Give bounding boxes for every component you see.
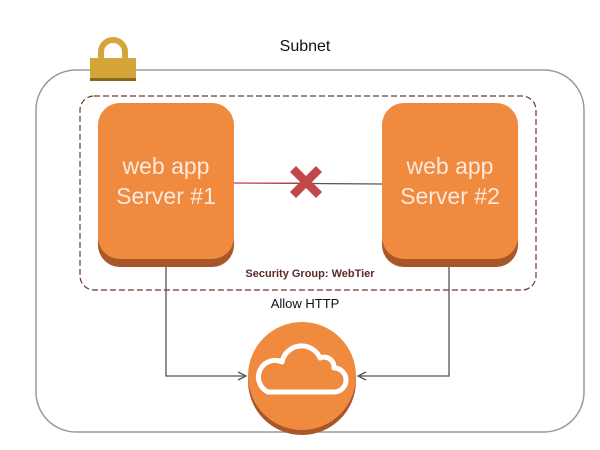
arrow-server2-to-gateway bbox=[360, 266, 450, 377]
cloud-icon bbox=[255, 343, 349, 395]
security-group-boundary bbox=[79, 95, 537, 291]
internet-gateway[interactable] bbox=[248, 322, 356, 435]
arrow-server1-to-gateway bbox=[165, 266, 244, 377]
web-server-1[interactable]: web app Server #1 bbox=[98, 103, 234, 259]
blocked-x-icon bbox=[290, 166, 322, 198]
web-server-2[interactable]: web app Server #2 bbox=[382, 103, 518, 259]
server-1-line2: Server #1 bbox=[116, 183, 216, 209]
arrowhead-right-icon bbox=[356, 371, 367, 381]
lock-icon bbox=[90, 37, 136, 81]
allow-http-label: Allow HTTP bbox=[270, 296, 340, 311]
security-group-label: Security Group: WebTier bbox=[245, 268, 375, 280]
server-2-line2: Server #2 bbox=[400, 183, 500, 209]
arrowhead-left-icon bbox=[237, 371, 248, 381]
subnet-title: Subnet bbox=[279, 38, 331, 55]
server-1-line1: web app bbox=[122, 153, 210, 179]
server-2-line1: web app bbox=[406, 153, 494, 179]
